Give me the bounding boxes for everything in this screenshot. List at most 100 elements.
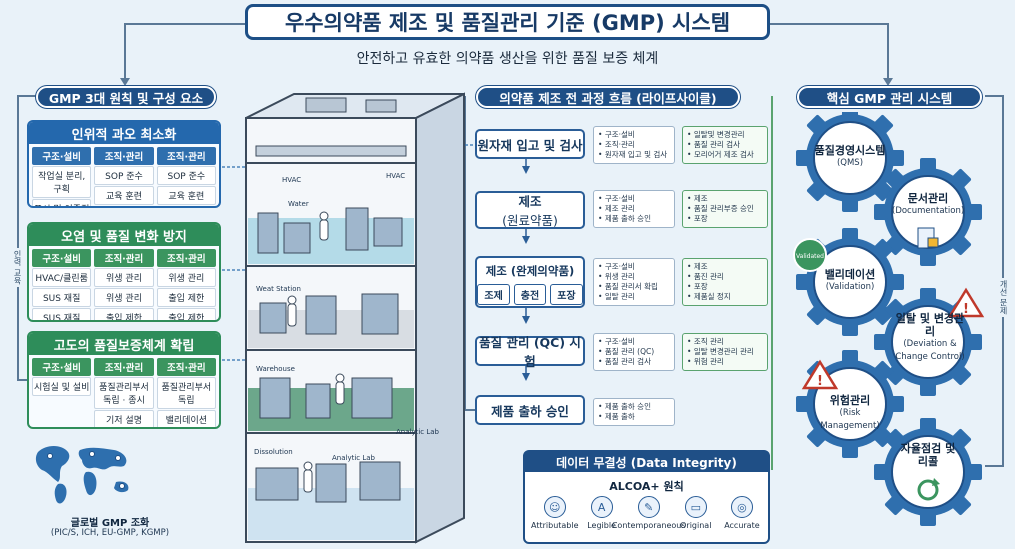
left-side-label: 인력 교육 bbox=[12, 248, 23, 287]
risk-warning-icon: ! bbox=[801, 359, 839, 390]
bullet: 포장 bbox=[687, 282, 763, 292]
step-sub: (원료약품) bbox=[502, 213, 558, 228]
alcoa-label: Original bbox=[680, 521, 712, 530]
bullet: 제조 bbox=[687, 262, 763, 272]
principle-title: 인위적 과오 최소화 bbox=[29, 122, 219, 144]
alcoa-label: Contemporaneous bbox=[611, 521, 686, 530]
bullet: 제품실 정지 bbox=[687, 292, 763, 302]
building-label: HVAC bbox=[282, 176, 301, 184]
cell: 밸리데이션 bbox=[156, 410, 216, 427]
gear-subtitle: (Deviation & Change Control) bbox=[895, 339, 965, 362]
step-title: 원자재 입고 및 검사 bbox=[477, 137, 583, 153]
building-label: Water bbox=[288, 200, 309, 208]
principle-block-1: 인위적 과오 최소화 구조·설비 작업실 분리, 구획 표시 및 이중점검 조직… bbox=[27, 120, 221, 208]
column-head: 구조·설비 bbox=[32, 358, 92, 376]
cell: 위생 관리 bbox=[156, 268, 216, 287]
bullet: 품질 관리 검사 bbox=[598, 357, 670, 367]
column-head: 조직·관리 bbox=[156, 358, 216, 376]
bullet: 품질 관리서 확립 bbox=[598, 282, 670, 292]
cell: SUS 재질 bbox=[32, 308, 92, 320]
building-label: Dissolution bbox=[254, 448, 293, 456]
bullet: 일탈 변경관리 관리 bbox=[687, 347, 763, 357]
right-header: 핵심 GMP 관리 시스템 bbox=[797, 86, 982, 108]
cell: HVAC/클린룸 bbox=[32, 268, 92, 287]
bullet: 구조·설비 bbox=[598, 262, 670, 272]
mini-step: 포장 bbox=[550, 284, 583, 305]
step-bullets: 제품 출하 승인 제품 출하 bbox=[593, 398, 675, 426]
process-header: 의약품 제조 전 과정 흐름 (라이프사이클) bbox=[476, 86, 740, 108]
file-icon: ▭ bbox=[684, 496, 707, 518]
bullet: 포장 bbox=[687, 214, 763, 224]
step-manufacture-finished: 제조 (완제의약품) 조제 충전 포장 bbox=[475, 256, 585, 308]
step-green-bullets: 일탈및 변경관리 품질 관리 검사 모리어거 제조 검사 bbox=[682, 126, 768, 164]
bullet: 제조 bbox=[687, 194, 763, 204]
target-icon: ◎ bbox=[730, 496, 753, 518]
right-side-label: 개선 문제 bbox=[998, 278, 1009, 317]
gear-label-qms: 품질경영시스템 (QMS) bbox=[814, 144, 886, 170]
cell: SOP 준수 bbox=[156, 166, 216, 185]
column-head: 조직·관리 bbox=[156, 249, 216, 267]
gear-title: 자율점검 및 리콜 bbox=[900, 442, 956, 468]
data-integrity-title: 데이터 무결성 (Data Integrity) bbox=[525, 452, 768, 472]
bullet: 조직 관리 bbox=[687, 337, 763, 347]
column-head: 조직·관리 bbox=[156, 147, 216, 165]
bullet: 모리어거 제조 검사 bbox=[687, 150, 763, 160]
step-title: 품질 관리 (QC) 시험 bbox=[479, 335, 581, 369]
bullet: 위험 관리 bbox=[687, 357, 763, 367]
alcoa-title: ALCOA+ 원칙 bbox=[609, 480, 684, 493]
bullet: 구조·설비 bbox=[598, 130, 670, 140]
cell: 출입 제한 bbox=[156, 308, 216, 320]
alcoa-item: ☺ Attributable bbox=[531, 496, 579, 530]
step-green-bullets: 제조 품질 관리부증 승인 포장 bbox=[682, 190, 768, 228]
recall-gear bbox=[873, 417, 983, 527]
bullet: 제품 출하 bbox=[598, 412, 670, 422]
gear-label-validation: 밸리데이션 (Validation) bbox=[814, 268, 886, 294]
gear-label-risk: 위험관리 (Risk Management) bbox=[812, 394, 888, 433]
svg-text:!: ! bbox=[817, 374, 823, 389]
step-bullets: 구조·설비 위생 관리 품질 관리서 확립 일탈 관리 bbox=[593, 258, 675, 306]
factory-building-illustration: HVAC HVAC Water Weat Station Warehouse D… bbox=[245, 92, 465, 544]
gear-label-documentation: 문서관리 (Documentation) bbox=[892, 192, 964, 218]
cell: 작업실 분리, 구획 bbox=[32, 166, 92, 198]
cell: 교육 훈련 bbox=[156, 186, 216, 205]
bullet: 위생 관리 bbox=[598, 272, 670, 282]
document-icon: ✎ bbox=[637, 496, 660, 518]
bullet: 제품 출하 승인 bbox=[598, 214, 670, 224]
cell: SOP 준수 bbox=[94, 166, 154, 185]
column-head: 구조·설비 bbox=[32, 249, 92, 267]
gear-label-recall: 자율점검 및 리콜 bbox=[898, 442, 958, 468]
cell: 교육 훈련 bbox=[94, 186, 154, 205]
cell: 시험실 및 설비 bbox=[32, 377, 92, 396]
globe-subtitle: (PIC/S, ICH, EU-GMP, KGMP) bbox=[50, 528, 170, 538]
bullet: 구조·설비 bbox=[598, 337, 670, 347]
building-label: Weat Station bbox=[256, 285, 301, 293]
validated-badge-text: Validated bbox=[796, 253, 824, 260]
step-title: 제조 bbox=[518, 194, 542, 209]
step-title: 제품 출하 승인 bbox=[491, 403, 569, 419]
page-subtitle: 안전하고 유효한 의약품 생산을 위한 품질 보증 체계 bbox=[356, 51, 659, 67]
column-head: 조직·관리 bbox=[94, 147, 154, 165]
step-raw-material: 원자재 입고 및 검사 bbox=[475, 129, 585, 159]
principle-block-3: 고도의 품질보증체계 확립 구조·설비 시험실 및 설비 조직·관리 품질관리부… bbox=[27, 331, 221, 429]
building-label: HVAC bbox=[386, 172, 405, 180]
gear-subtitle: (Validation) bbox=[825, 282, 875, 292]
person-icon: ☺ bbox=[543, 496, 566, 518]
alcoa-label: Accurate bbox=[724, 521, 760, 530]
alcoa-label: Legible bbox=[587, 521, 616, 530]
mini-step: 충전 bbox=[513, 284, 547, 305]
bullet: 품진 관리 bbox=[687, 272, 763, 282]
alcoa-item: ▭ Original bbox=[673, 496, 719, 530]
left-header: GMP 3대 원칙 및 구성 요소 bbox=[36, 86, 216, 108]
step-bullets: 구조·설비 제조 관리 제품 출하 승인 bbox=[593, 190, 675, 228]
bullet: 품질 관리 (QC) bbox=[598, 347, 670, 357]
column-head: 조직·관리 bbox=[94, 358, 154, 376]
alcoa-item: ◎ Accurate bbox=[719, 496, 765, 530]
principle-title: 오염 및 품질 변화 방지 bbox=[29, 224, 219, 246]
data-integrity-panel: 데이터 무결성 (Data Integrity) ALCOA+ 원칙 ☺ Att… bbox=[523, 450, 770, 544]
bullet: 일탈및 변경관리 bbox=[687, 130, 763, 140]
bullet: 제조 관리 bbox=[598, 204, 670, 214]
step-bullets: 구조·설비 조직·관리 원자재 입고 및 검사 bbox=[593, 126, 675, 164]
gear-label-deviation: 일탈 및 변경관리 (Deviation & Change Control) bbox=[892, 312, 968, 364]
step-green-bullets: 제조 품진 관리 포장 제품실 정지 bbox=[682, 258, 768, 306]
cell: SUS 재질 bbox=[32, 288, 92, 307]
